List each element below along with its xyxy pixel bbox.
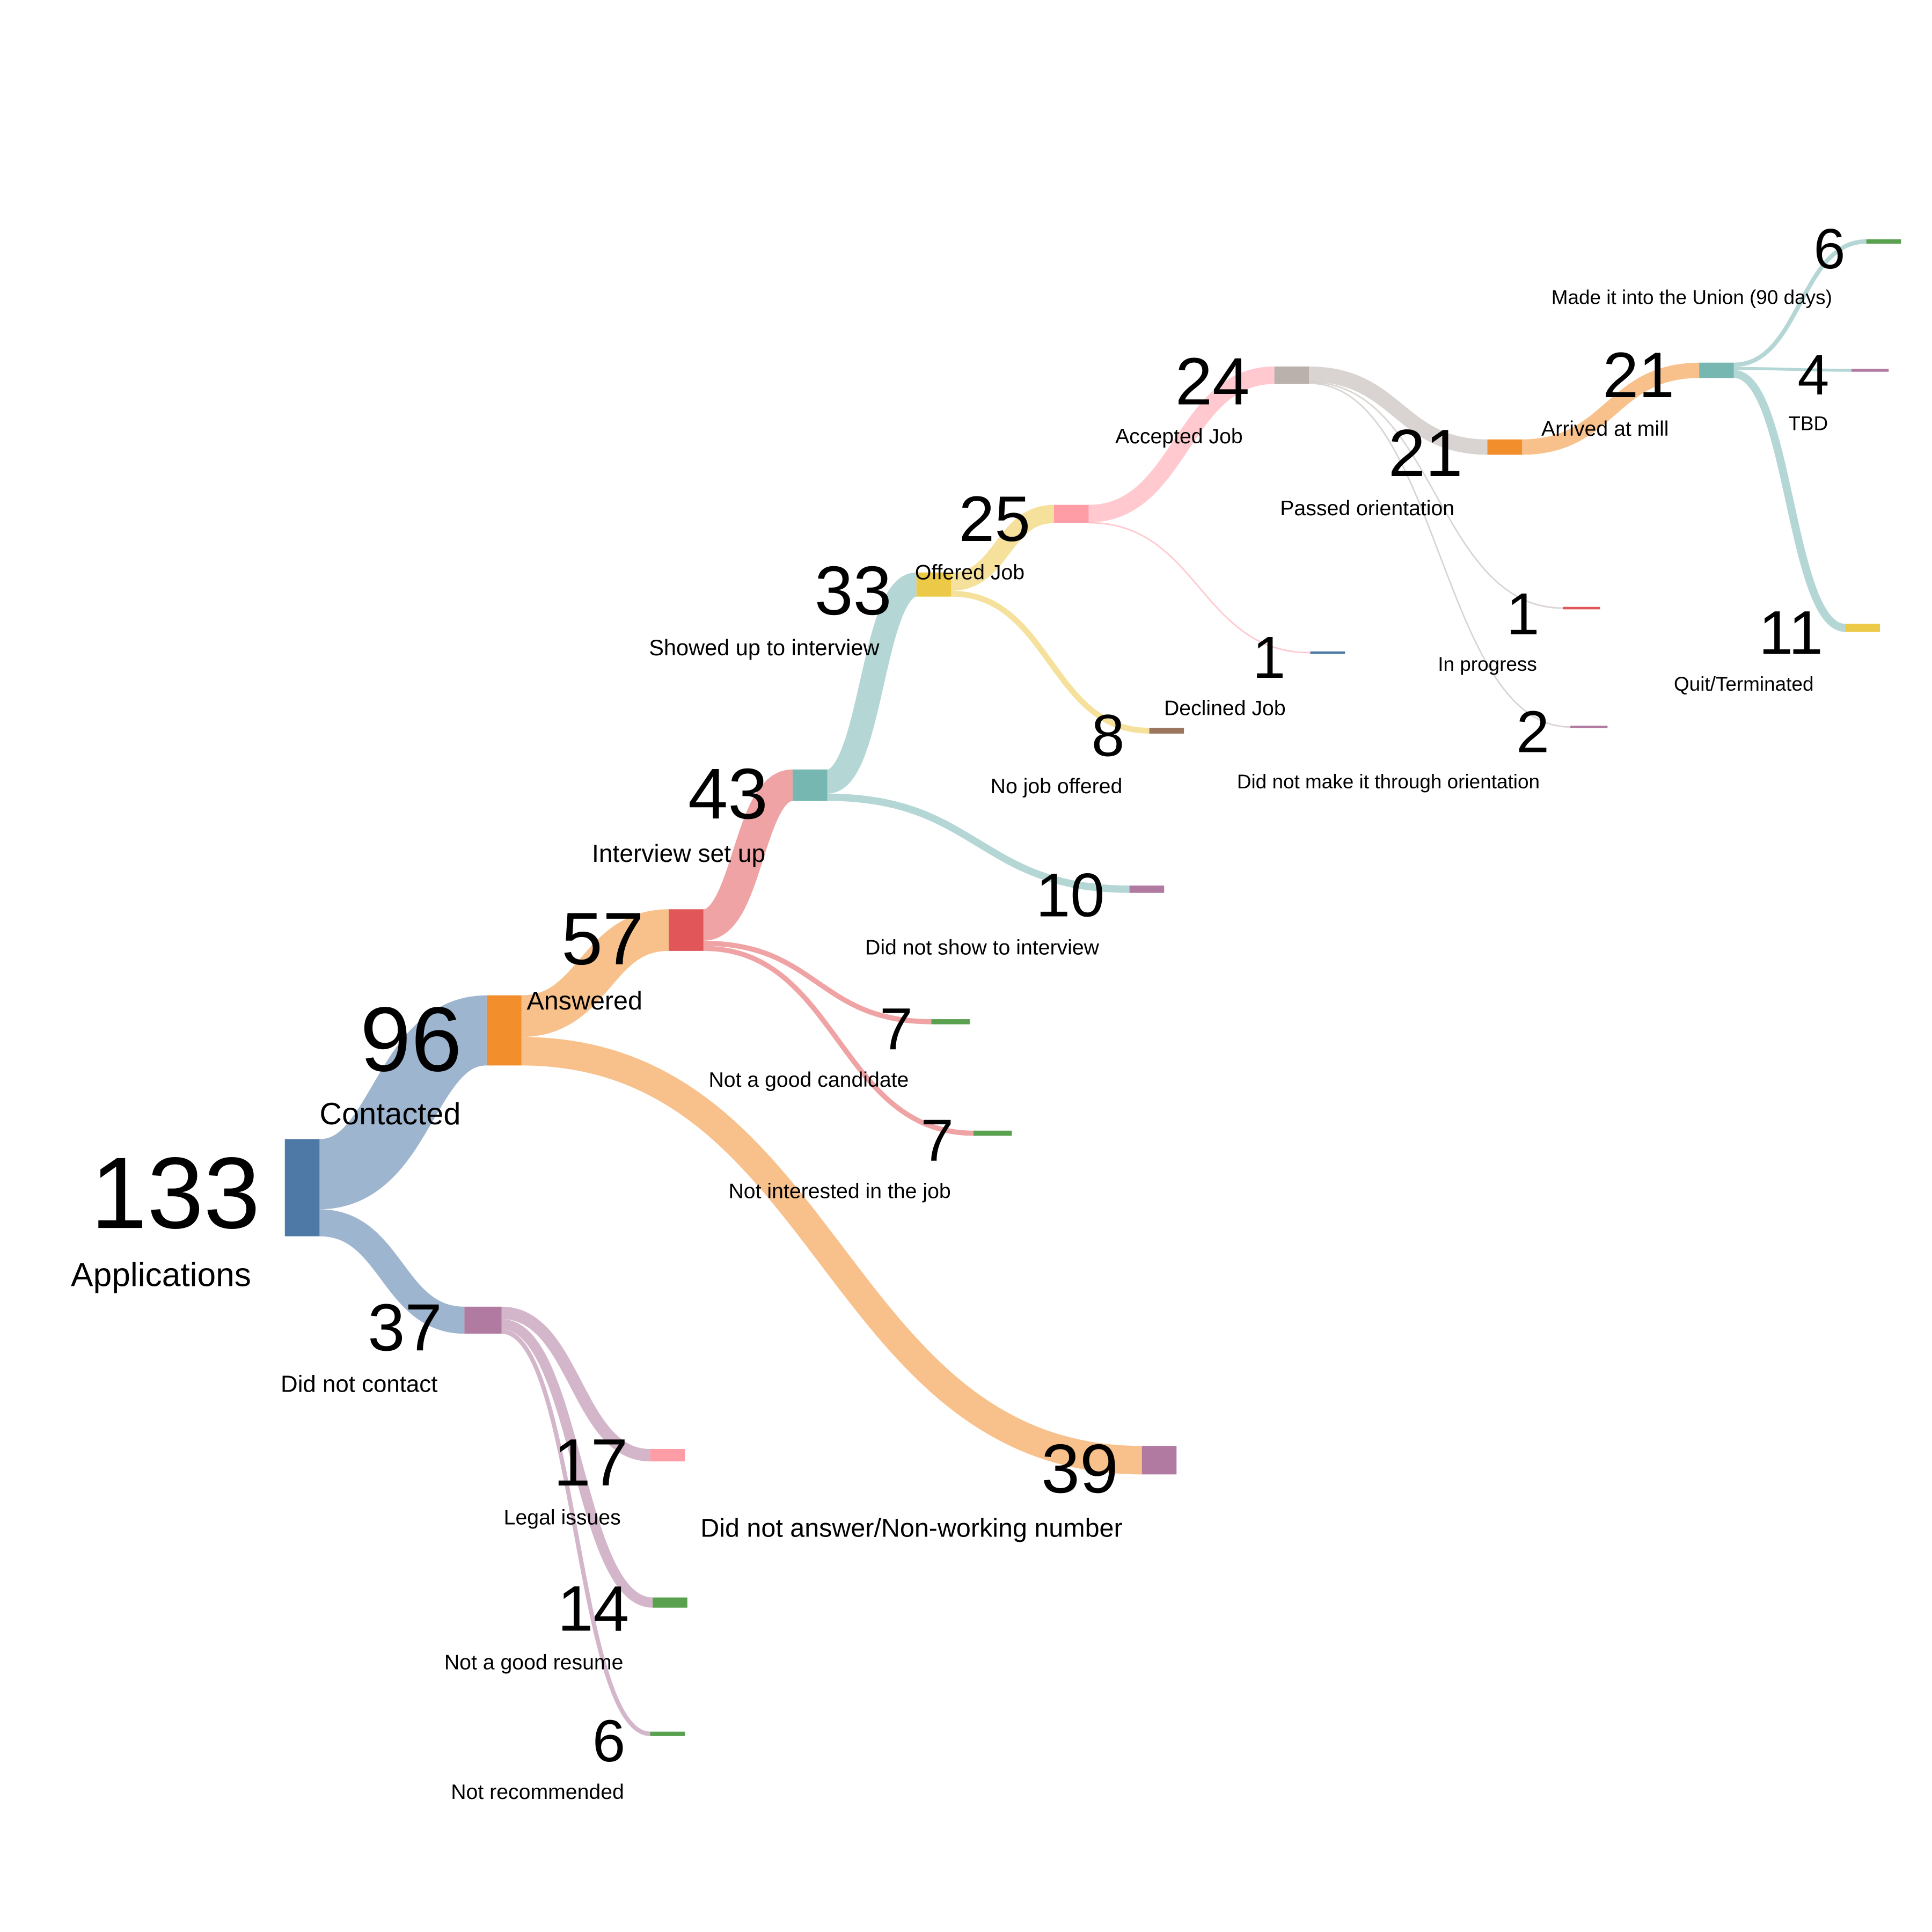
link-accepted-to-in_progress bbox=[1309, 381, 1563, 609]
node-value-not_recommended: 6 bbox=[592, 1708, 626, 1774]
node-tbd bbox=[1851, 369, 1889, 372]
node-label-in_progress: In progress bbox=[1438, 653, 1537, 675]
node-value-showed: 33 bbox=[815, 552, 892, 630]
node-label-offered: Offered Job bbox=[915, 561, 1024, 584]
node-value-no_offer: 8 bbox=[1092, 702, 1125, 769]
node-value-quit: 11 bbox=[1759, 598, 1823, 667]
node-label-interview: Interview set up bbox=[592, 839, 765, 867]
links-layer bbox=[317, 239, 1867, 1736]
node-value-arrived: 21 bbox=[1603, 339, 1674, 411]
node-value-did_not_answer: 39 bbox=[1041, 1430, 1118, 1507]
node-label-applications: Applications bbox=[71, 1256, 251, 1293]
node-interview bbox=[792, 769, 828, 801]
link-arrived-to-tbd bbox=[1733, 367, 1852, 372]
node-label-did_not_answer: Did not answer/Non-working number bbox=[700, 1513, 1122, 1542]
node-value-in_progress: 1 bbox=[1506, 581, 1540, 647]
node-label-not_interested: Not interested in the job bbox=[728, 1180, 950, 1203]
node-value-no_show: 10 bbox=[1036, 861, 1104, 930]
node-label-did_not_contact: Did not contact bbox=[281, 1371, 437, 1397]
node-value-applications: 133 bbox=[91, 1137, 260, 1250]
link-contacted-to-answered bbox=[520, 909, 670, 1037]
node-failed_orientation bbox=[1570, 726, 1608, 728]
node-label-no_show: Did not show to interview bbox=[865, 935, 1100, 959]
link-interview-to-no_show bbox=[827, 793, 1130, 893]
link-answered-to-bad_candidate bbox=[703, 940, 932, 1024]
link-applications-to-contacted bbox=[317, 995, 489, 1210]
node-value-bad_resume: 14 bbox=[558, 1573, 629, 1645]
node-value-not_interested: 7 bbox=[920, 1108, 954, 1174]
node-no_show bbox=[1129, 885, 1165, 893]
node-value-union: 6 bbox=[1813, 217, 1845, 281]
link-answered-to-interview bbox=[701, 769, 795, 941]
node-label-tbd: TBD bbox=[1788, 413, 1828, 435]
node-legal bbox=[650, 1448, 685, 1462]
node-label-legal: Legal issues bbox=[504, 1506, 621, 1529]
node-value-passed: 21 bbox=[1388, 416, 1463, 491]
node-value-legal: 17 bbox=[553, 1425, 628, 1500]
node-value-did_not_contact: 37 bbox=[368, 1290, 442, 1365]
link-offered-to-accepted bbox=[1088, 366, 1275, 523]
node-label-bad_resume: Not a good resume bbox=[444, 1650, 624, 1674]
link-answered-to-not_interested bbox=[703, 946, 974, 1136]
node-applications bbox=[284, 1139, 320, 1236]
link-did_not_contact-to-legal bbox=[501, 1306, 651, 1462]
link-applications-to-did_not_contact bbox=[319, 1209, 465, 1334]
node-did_not_contact bbox=[464, 1306, 502, 1334]
node-label-not_recommended: Not recommended bbox=[451, 1780, 624, 1804]
link-did_not_contact-to-bad_resume bbox=[501, 1319, 653, 1608]
link-contacted-to-did_not_answer bbox=[521, 1037, 1142, 1475]
link-arrived-to-union bbox=[1733, 239, 1867, 367]
node-in_progress bbox=[1563, 606, 1600, 610]
node-label-quit: Quit/Terminated bbox=[1674, 673, 1814, 695]
node-not_recommended bbox=[650, 1731, 685, 1736]
node-label-accepted: Accepted Job bbox=[1115, 425, 1243, 448]
node-union bbox=[1866, 239, 1901, 244]
node-label-contacted: Contacted bbox=[319, 1097, 460, 1131]
node-value-declined: 1 bbox=[1253, 625, 1286, 691]
nodes-layer bbox=[284, 239, 1901, 1736]
link-arrived-to-quit bbox=[1733, 370, 1846, 632]
node-value-offered: 25 bbox=[959, 483, 1030, 555]
node-no_offer bbox=[1149, 728, 1184, 734]
node-value-failed_orientation: 2 bbox=[1516, 699, 1549, 765]
node-contacted bbox=[486, 995, 522, 1066]
node-value-contacted: 96 bbox=[360, 988, 462, 1091]
link-accepted-to-failed_orientation bbox=[1309, 382, 1571, 728]
node-accepted bbox=[1274, 366, 1309, 384]
link-passed-to-arrived bbox=[1522, 362, 1700, 455]
node-arrived bbox=[1699, 362, 1734, 378]
node-offered bbox=[1053, 504, 1089, 523]
node-did_not_answer bbox=[1141, 1446, 1177, 1475]
node-bad_resume bbox=[653, 1597, 687, 1608]
node-value-bad_candidate: 7 bbox=[880, 996, 913, 1062]
node-label-declined: Declined Job bbox=[1164, 697, 1286, 720]
node-label-no_offer: No job offered bbox=[991, 774, 1123, 798]
link-interview-to-showed bbox=[825, 572, 919, 794]
node-value-interview: 43 bbox=[688, 754, 768, 834]
link-showed-to-offered bbox=[950, 504, 1055, 591]
node-answered bbox=[669, 909, 704, 951]
link-accepted-to-passed bbox=[1309, 366, 1488, 455]
node-label-arrived: Arrived at mill bbox=[1541, 417, 1669, 441]
node-quit bbox=[1845, 624, 1880, 632]
node-label-answered: Answered bbox=[526, 986, 642, 1015]
node-bad_candidate bbox=[931, 1019, 970, 1024]
node-declined bbox=[1310, 651, 1345, 654]
node-label-showed: Showed up to interview bbox=[649, 635, 880, 660]
node-label-failed_orientation: Did not make it through orientation bbox=[1237, 771, 1540, 793]
link-showed-to-no_offer bbox=[951, 590, 1150, 734]
node-value-tbd: 4 bbox=[1797, 343, 1829, 407]
link-did_not_contact-to-not_recommended bbox=[501, 1329, 650, 1736]
link-offered-to-declined bbox=[1088, 522, 1311, 654]
node-passed bbox=[1487, 439, 1523, 455]
node-value-accepted: 24 bbox=[1175, 344, 1250, 419]
node-not_interested bbox=[973, 1130, 1012, 1136]
node-label-passed: Passed orientation bbox=[1280, 496, 1454, 520]
node-showed bbox=[916, 572, 952, 597]
node-label-bad_candidate: Not a good candidate bbox=[708, 1068, 909, 1092]
node-value-answered: 57 bbox=[561, 898, 644, 980]
node-label-union: Made it into the Union (90 days) bbox=[1552, 286, 1832, 308]
